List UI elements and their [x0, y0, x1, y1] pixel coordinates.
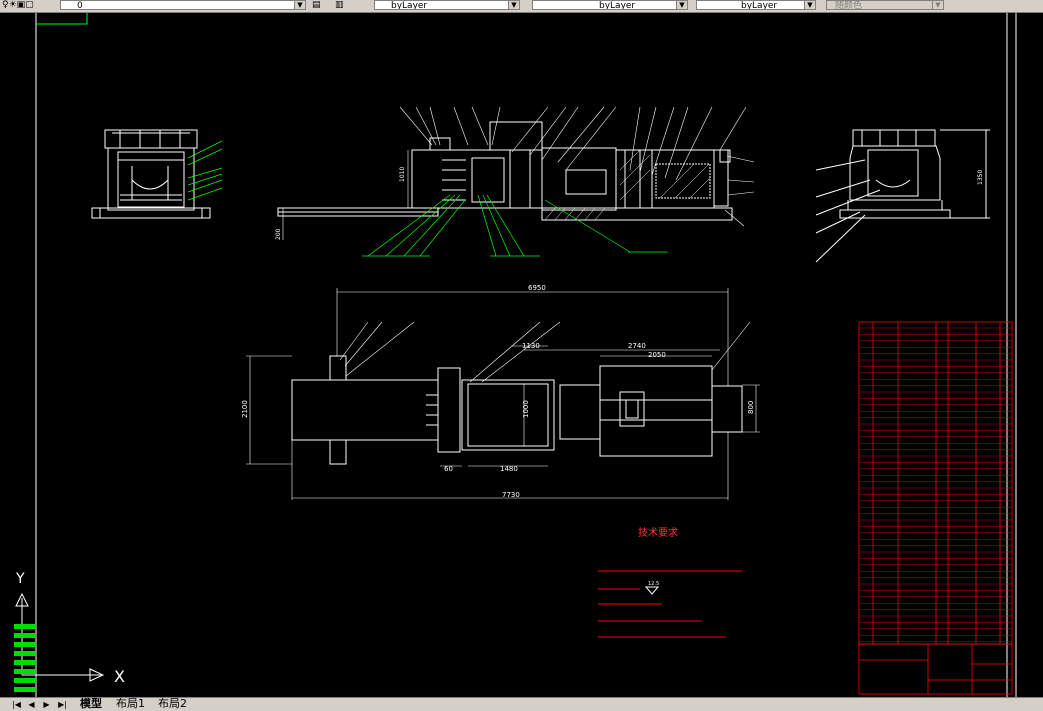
- dim-1130: 1130: [522, 342, 540, 350]
- properties-toolbar: ♀☀▣▢ 0 ▼ ▤ ▥ byLayer ▼ byLayer ▼ byLayer…: [0, 0, 1043, 13]
- dim-800: 800: [747, 401, 755, 414]
- tech-requirements-title: 技术要求: [638, 526, 678, 539]
- ucs-x-label: X: [114, 667, 125, 686]
- parts-list-table: [858, 321, 1013, 645]
- last-tab-icon[interactable]: ▶|: [58, 700, 67, 709]
- layer-state-icons[interactable]: ♀☀▣▢: [2, 0, 34, 10]
- plan-view: [291, 355, 743, 465]
- dim-7730: 7730: [502, 491, 520, 499]
- next-tab-icon[interactable]: ▶: [43, 700, 50, 709]
- tech-requirements-notes: [598, 570, 742, 638]
- dim-1480: 1480: [500, 465, 518, 473]
- dim-2050: 2050: [648, 351, 666, 359]
- left-end-view: [91, 129, 211, 219]
- front-view-upper-leaders: [399, 106, 755, 227]
- dim-1000: 1000: [522, 400, 530, 418]
- layer-control-value: 0: [77, 1, 83, 10]
- right-end-view: [815, 129, 990, 263]
- lineweight-control-value: byLayer: [741, 1, 778, 10]
- dim-2100: 2100: [241, 400, 249, 418]
- front-view-leaders: [362, 194, 668, 257]
- color-control[interactable]: byLayer ▼: [374, 0, 520, 10]
- dim-200: 200: [275, 228, 282, 240]
- dim-1350: 1350: [977, 170, 984, 185]
- prev-tab-icon[interactable]: ◀: [28, 700, 35, 709]
- drawing-canvas[interactable]: 1010 200 1350: [0, 13, 1043, 697]
- front-view: [277, 121, 733, 221]
- tab-layout2[interactable]: 布局2: [158, 697, 187, 710]
- plan-view-dims: [246, 288, 760, 500]
- drawing-frame: [35, 13, 1017, 697]
- front-view-dims: [282, 150, 409, 240]
- layout-tab-bar: |◀ ◀ ▶ ▶| 模型 布局1 布局2: [0, 697, 1043, 711]
- dim-2740: 2740: [628, 342, 646, 350]
- dim-1010: 1010: [399, 167, 406, 182]
- color-control-value: byLayer: [391, 1, 428, 10]
- first-tab-icon[interactable]: |◀: [12, 700, 21, 709]
- dim-6950: 6950: [528, 284, 546, 292]
- left-view-leaders: [187, 140, 223, 201]
- dim-60: 60: [444, 465, 453, 473]
- plotstyle-control[interactable]: 随颜色 ▼: [826, 0, 944, 10]
- layer-tools-icon[interactable]: ▤: [312, 0, 321, 10]
- roughness-value: 12.5: [648, 581, 659, 587]
- chevron-down-icon[interactable]: ▼: [804, 1, 815, 9]
- chevron-down-icon[interactable]: ▼: [676, 1, 687, 9]
- layer-control[interactable]: 0 ▼: [60, 0, 306, 10]
- ucs-y-label: Y: [15, 571, 25, 587]
- chevron-down-icon[interactable]: ▼: [294, 1, 305, 9]
- frame-corner-mark: [36, 13, 88, 25]
- linetype-control-value: byLayer: [599, 1, 636, 10]
- chevron-down-icon[interactable]: ▼: [508, 1, 519, 9]
- front-view-hatching: [544, 149, 711, 221]
- title-block: [858, 643, 1013, 695]
- linetype-control[interactable]: byLayer ▼: [532, 0, 688, 10]
- roughness-symbol-icon: [644, 586, 660, 595]
- plotstyle-control-value: 随颜色: [835, 1, 863, 10]
- chevron-down-icon[interactable]: ▼: [932, 1, 943, 9]
- parts-list-rows: [859, 327, 1012, 642]
- command-history-strip: [14, 624, 36, 692]
- layer-previous-icon[interactable]: ▥: [335, 0, 344, 10]
- tab-model[interactable]: 模型: [80, 697, 102, 710]
- tab-layout1[interactable]: 布局1: [116, 697, 145, 710]
- lineweight-control[interactable]: byLayer ▼: [696, 0, 816, 10]
